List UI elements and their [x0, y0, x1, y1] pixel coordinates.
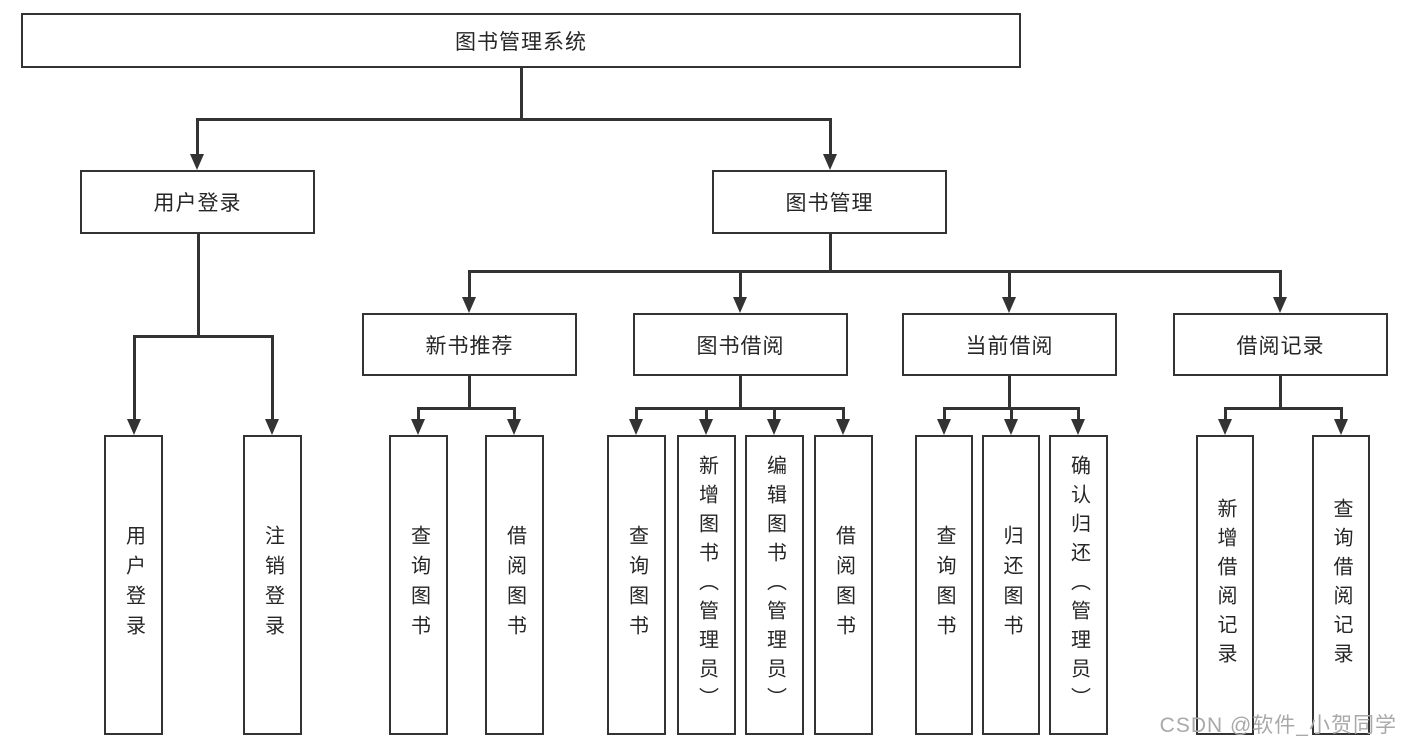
leaf-label: 编辑图书（管理员）: [763, 454, 786, 716]
node-label: 图书借阅: [696, 334, 785, 358]
arrow-down-icon: [507, 419, 521, 435]
leaf-query-borrow-record: 查询借阅记录: [1312, 435, 1370, 735]
node-user-login: 用户登录: [80, 170, 315, 234]
leaf-label: 借阅图书: [503, 525, 526, 645]
arrow-down-icon: [1004, 419, 1018, 435]
leaf-label: 查询借阅记录: [1330, 498, 1352, 672]
node-label: 当前借阅: [965, 334, 1054, 358]
leaf-return-book: 归还图书: [982, 435, 1040, 735]
connector-line: [1077, 407, 1080, 423]
connector-line: [1279, 375, 1282, 409]
leaf-query-books-current: 查询图书: [915, 435, 973, 735]
leaf-query-books-borrow: 查询图书: [607, 435, 666, 735]
node-new-book-recommend: 新书推荐: [362, 313, 577, 376]
connector-line: [520, 68, 523, 120]
watermark: CSDN @软件_小贺同学: [1159, 714, 1397, 737]
connector-line: [842, 407, 845, 423]
connector-line: [739, 375, 742, 409]
arrow-down-icon: [265, 419, 279, 435]
connector-line: [1008, 270, 1011, 301]
leaf-logout: 注销登录: [243, 435, 302, 735]
connector-line: [1279, 270, 1282, 301]
connector-line: [829, 234, 832, 273]
connector-line: [829, 118, 832, 158]
leaf-label: 借阅图书: [832, 525, 855, 645]
leaf-add-borrow-record: 新增借阅记录: [1196, 435, 1254, 735]
leaf-borrow-books: 借阅图书: [814, 435, 873, 735]
arrow-down-icon: [1273, 297, 1287, 313]
connector-line: [513, 407, 516, 423]
connector-line: [635, 407, 638, 423]
leaf-add-book-admin: 新增图书（管理员）: [677, 435, 736, 735]
arrow-down-icon: [462, 297, 476, 313]
connector-line: [1008, 375, 1011, 409]
leaf-label: 用户登录: [122, 525, 145, 645]
connector-line: [1340, 407, 1343, 423]
arrow-down-icon: [1218, 419, 1232, 435]
leaf-label: 新增借阅记录: [1214, 498, 1236, 672]
node-label: 借阅记录: [1236, 334, 1325, 358]
leaf-label: 归还图书: [1000, 525, 1022, 645]
connector-line: [417, 407, 516, 410]
connector-line: [417, 407, 420, 423]
connector-line: [773, 407, 776, 423]
leaf-user-login: 用户登录: [104, 435, 163, 735]
leaf-borrow-books-recommend: 借阅图书: [485, 435, 544, 735]
node-library-system: 图书管理系统: [21, 13, 1021, 68]
connector-line: [1224, 407, 1227, 423]
connector-line: [468, 270, 1282, 273]
leaf-query-books-recommend: 查询图书: [389, 435, 448, 735]
node-book-management: 图书管理: [712, 170, 947, 234]
arrow-down-icon: [836, 419, 850, 435]
connector-line: [133, 335, 136, 423]
connector-line: [739, 270, 742, 301]
arrow-down-icon: [1071, 419, 1085, 435]
arrow-down-icon: [190, 154, 204, 170]
arrow-down-icon: [937, 419, 951, 435]
node-label: 用户登录: [153, 192, 242, 215]
node-label: 图书管理: [785, 192, 874, 215]
connector-line: [468, 375, 471, 409]
connector-line: [943, 407, 946, 423]
arrow-down-icon: [733, 297, 747, 313]
node-label: 新书推荐: [425, 334, 514, 358]
leaf-label: 查询图书: [407, 525, 430, 645]
arrow-down-icon: [823, 154, 837, 170]
leaf-label: 注销登录: [261, 525, 284, 645]
leaf-label: 确认归还（管理员）: [1067, 454, 1090, 716]
connector-line: [468, 270, 471, 301]
node-book-borrow: 图书借阅: [633, 313, 848, 376]
leaf-label: 查询图书: [933, 525, 955, 645]
node-current-borrow: 当前借阅: [902, 313, 1117, 376]
connector-line: [1010, 407, 1013, 423]
connector-line: [196, 118, 832, 121]
connector-line: [197, 234, 200, 337]
connector-line: [1224, 407, 1343, 410]
leaf-confirm-return-admin: 确认归还（管理员）: [1049, 435, 1108, 735]
arrow-down-icon: [629, 419, 643, 435]
arrow-down-icon: [411, 419, 425, 435]
node-label: 图书管理系统: [455, 30, 587, 54]
connector-line: [635, 407, 845, 410]
arrow-down-icon: [1002, 297, 1016, 313]
arrow-down-icon: [1334, 419, 1348, 435]
node-borrow-records: 借阅记录: [1173, 313, 1388, 376]
arrow-down-icon: [127, 419, 141, 435]
connector-line: [943, 407, 1080, 410]
connector-line: [196, 118, 199, 158]
leaf-label: 新增图书（管理员）: [695, 454, 718, 716]
connector-line: [271, 335, 274, 423]
arrow-down-icon: [699, 419, 713, 435]
arrow-down-icon: [767, 419, 781, 435]
connector-line: [705, 407, 708, 423]
connector-line: [133, 335, 274, 338]
leaf-edit-book-admin: 编辑图书（管理员）: [745, 435, 804, 735]
leaf-label: 查询图书: [625, 525, 648, 645]
